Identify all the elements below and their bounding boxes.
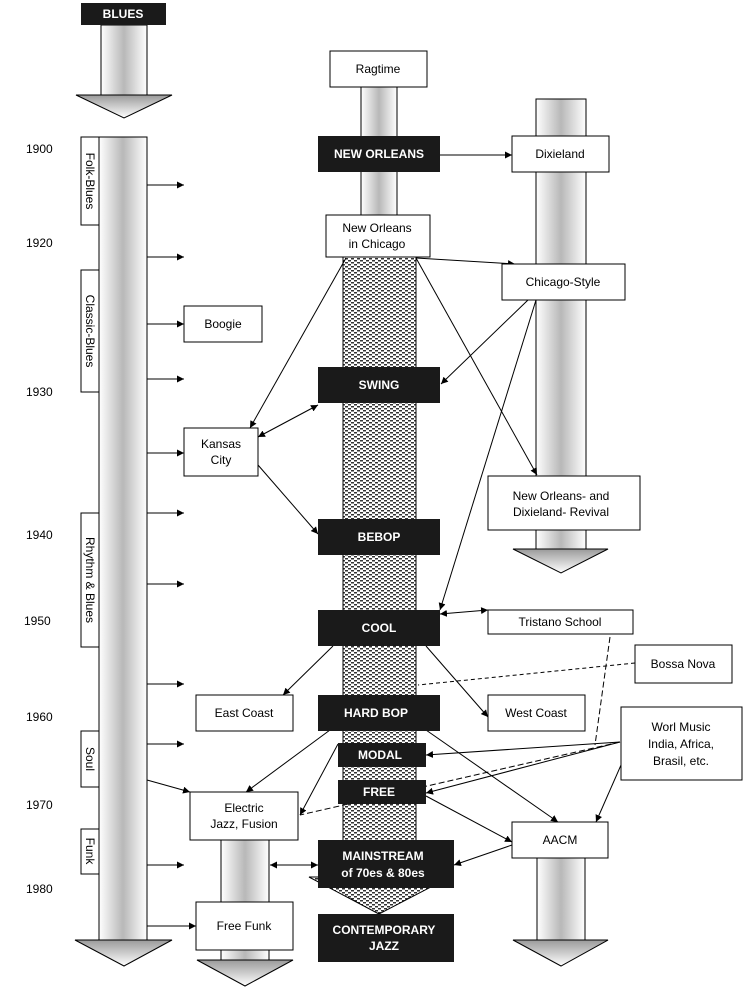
- box-boogie: Boogie: [183, 305, 263, 343]
- year-1980: 1980: [26, 882, 53, 896]
- year-1900: 1900: [26, 142, 53, 156]
- svg-text:Electric: Electric: [224, 801, 263, 815]
- era-bebop: BEBOP: [318, 519, 440, 555]
- box-electric-fusion: Electric Jazz, Fusion: [189, 791, 299, 841]
- svg-text:of 70es & 80es: of 70es & 80es: [341, 866, 425, 880]
- era-modal: MODAL: [338, 743, 426, 767]
- era-new-orleans: NEW ORLEANS: [318, 136, 440, 172]
- svg-text:New Orleans: New Orleans: [342, 221, 411, 235]
- year-1950: 1950: [24, 614, 51, 628]
- box-aacm: AACM: [511, 821, 609, 859]
- svg-text:Chicago-Style: Chicago-Style: [526, 275, 601, 289]
- box-world-music: Worl Music India, Africa, Brasil, etc.: [620, 706, 743, 781]
- box-kansas-city: Kansas City: [183, 427, 259, 477]
- svg-text:HARD BOP: HARD BOP: [344, 706, 408, 720]
- svg-text:AACM: AACM: [543, 833, 578, 847]
- year-1920: 1920: [26, 236, 53, 250]
- svg-text:West Coast: West Coast: [505, 706, 567, 720]
- era-cool: COOL: [318, 610, 440, 646]
- era-hard-bop: HARD BOP: [318, 695, 440, 731]
- box-free-funk: Free Funk: [195, 901, 294, 951]
- svg-text:NEW ORLEANS: NEW ORLEANS: [334, 147, 424, 161]
- era-contemporary-jazz: CONTEMPORARY JAZZ: [318, 914, 454, 962]
- svg-text:New Orleans- and: New Orleans- and: [513, 489, 610, 503]
- era-swing: SWING: [318, 367, 440, 403]
- svg-text:Worl Music: Worl Music: [651, 720, 710, 734]
- svg-text:JAZZ: JAZZ: [369, 939, 399, 953]
- svg-text:India, Africa,: India, Africa,: [648, 737, 714, 751]
- svg-text:Brasil, etc.: Brasil, etc.: [653, 754, 709, 768]
- box-west-coast: West Coast: [487, 694, 586, 732]
- blues-phase-soul: Soul: [80, 730, 100, 788]
- svg-text:CONTEMPORARY: CONTEMPORARY: [333, 923, 436, 937]
- box-chicago-style: Chicago-Style: [501, 263, 626, 301]
- year-1970: 1970: [26, 798, 53, 812]
- svg-text:MAINSTREAM: MAINSTREAM: [342, 849, 423, 863]
- year-axis: 1900 1920 1930 1940 1950 1960 1970 1980: [24, 142, 53, 896]
- dixieland-timeline-arrow: [512, 98, 609, 574]
- svg-text:Bossa Nova: Bossa Nova: [651, 657, 716, 671]
- blues-phase-rnb: Rhythm & Blues: [80, 512, 100, 648]
- svg-text:Kansas: Kansas: [201, 437, 241, 451]
- connections: [245, 151, 636, 869]
- svg-text:FREE: FREE: [363, 785, 395, 799]
- blues-outgoing-arrows: [146, 181, 196, 930]
- blues-timeline-arrow: [74, 136, 173, 967]
- box-east-coast: East Coast: [195, 694, 294, 732]
- svg-text:Rhythm & Blues: Rhythm & Blues: [83, 537, 97, 623]
- box-revival: New Orleans- and Dixieland- Revival: [487, 475, 641, 531]
- aacm-timeline-arrow: [512, 856, 609, 967]
- svg-text:in Chicago: in Chicago: [349, 237, 406, 251]
- year-1940: 1940: [26, 528, 53, 542]
- svg-text:Classic-Blues: Classic-Blues: [83, 295, 97, 368]
- svg-text:Jazz, Fusion: Jazz, Fusion: [210, 817, 277, 831]
- svg-text:Dixieland- Revival: Dixieland- Revival: [513, 505, 609, 519]
- era-mainstream: MAINSTREAM of 70es & 80es: [318, 840, 454, 888]
- svg-text:SWING: SWING: [359, 378, 400, 392]
- year-1960: 1960: [26, 710, 53, 724]
- blues-phase-funk: Funk: [80, 828, 100, 875]
- box-ragtime: Ragtime: [329, 50, 428, 88]
- svg-text:City: City: [211, 453, 232, 467]
- blues-header-arrow: BLUES: [75, 3, 173, 119]
- era-free: FREE: [338, 780, 426, 804]
- svg-text:Folk-Blues: Folk-Blues: [83, 153, 97, 210]
- svg-text:Soul: Soul: [83, 747, 97, 771]
- box-tristano-school: Tristano School: [487, 609, 634, 635]
- svg-text:MODAL: MODAL: [358, 748, 402, 762]
- svg-text:COOL: COOL: [362, 621, 397, 635]
- blues-title: BLUES: [103, 7, 144, 21]
- svg-text:Funk: Funk: [83, 838, 97, 866]
- blues-phase-folk: Folk-Blues: [80, 136, 100, 226]
- blues-phase-classic: Classic-Blues: [80, 269, 100, 393]
- svg-text:Tristano School: Tristano School: [519, 615, 602, 629]
- box-dixieland: Dixieland: [511, 135, 610, 173]
- svg-text:BEBOP: BEBOP: [358, 530, 401, 544]
- svg-text:Free Funk: Free Funk: [217, 919, 273, 933]
- box-bossa-nova: Bossa Nova: [634, 644, 733, 684]
- year-1930: 1930: [26, 385, 53, 399]
- svg-text:Dixieland: Dixieland: [535, 147, 584, 161]
- svg-text:Boogie: Boogie: [204, 317, 242, 331]
- svg-text:Ragtime: Ragtime: [356, 62, 401, 76]
- box-new-orleans-in-chicago: New Orleans in Chicago: [325, 214, 431, 258]
- svg-text:East Coast: East Coast: [215, 706, 274, 720]
